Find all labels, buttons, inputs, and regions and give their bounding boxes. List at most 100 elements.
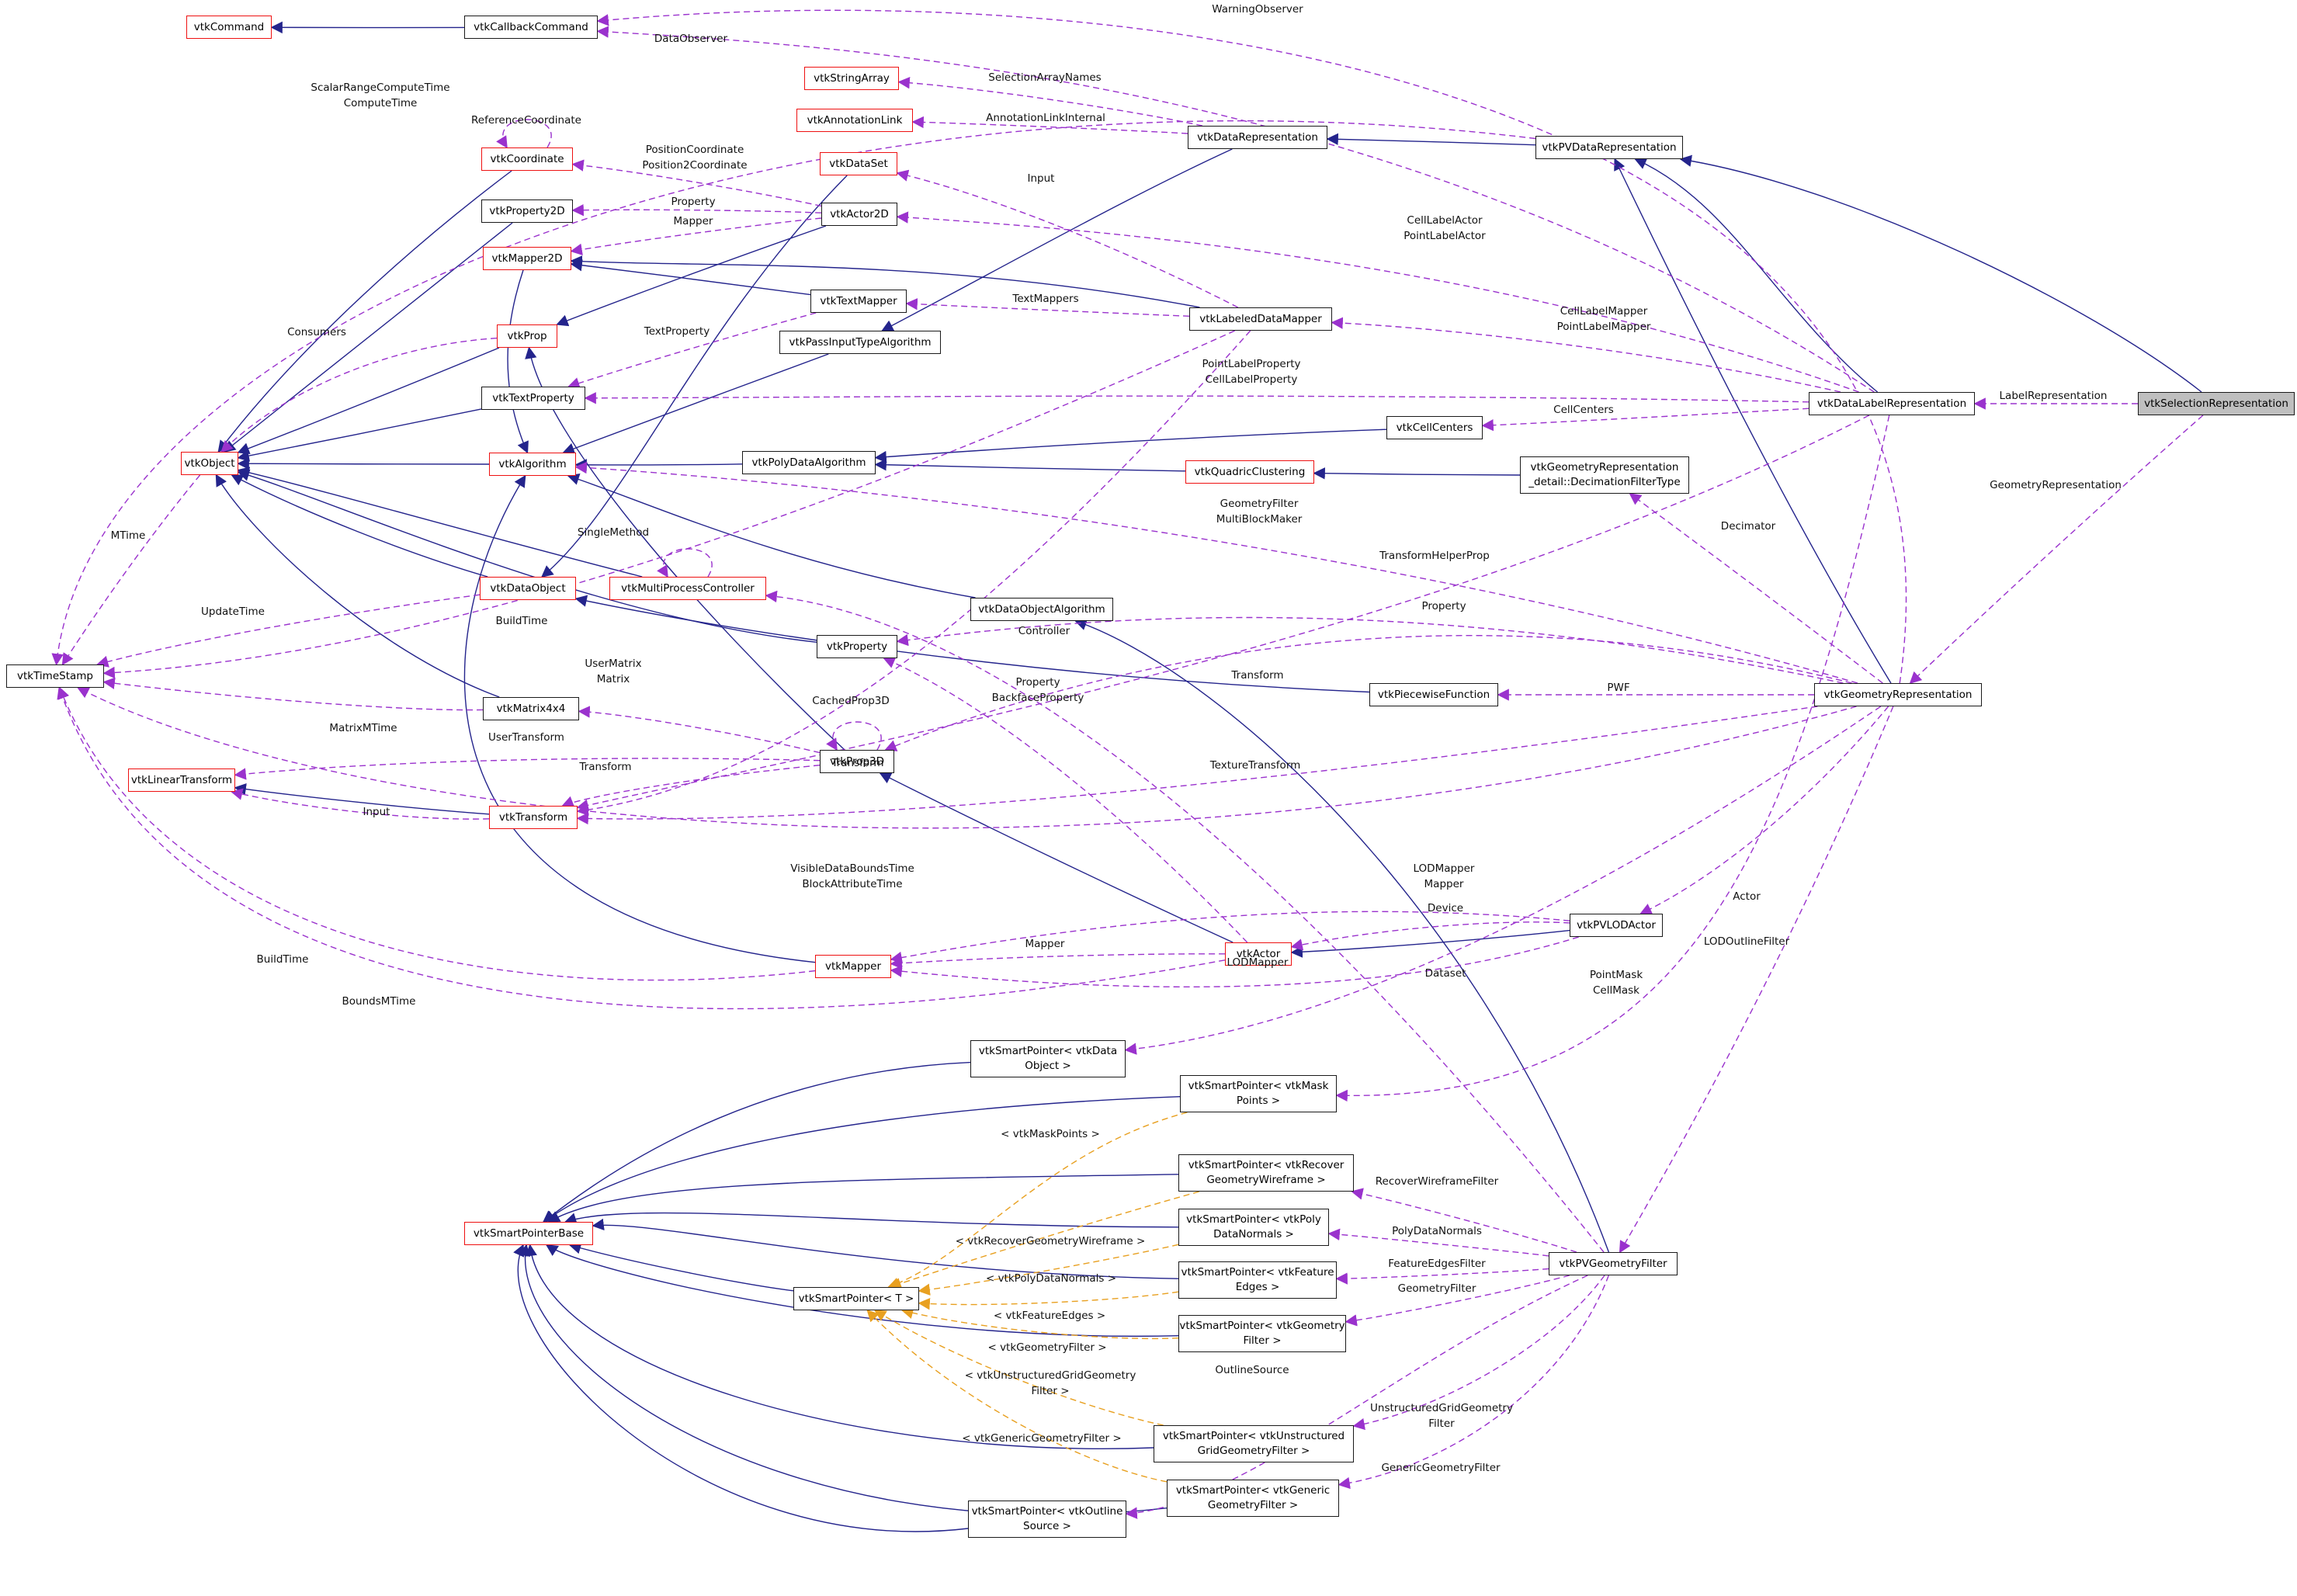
edge-gr-to-vprop [896,616,1844,684]
class-node-vtkCoordinate[interactable]: vtkCoordinate [481,147,573,171]
class-node-vtkProp[interactable]: vtkProp [497,324,557,348]
class-node-vtkMapper2D[interactable]: vtkMapper2D [483,247,571,270]
class-node-vtkActor[interactable]: vtkActor [1225,942,1292,966]
class-node-vtkDataObject[interactable]: vtkDataObject [480,577,576,600]
class-node-vtkCommand[interactable]: vtkCommand [186,16,272,39]
edge-m4-to-ts [102,677,484,711]
edge-label-line: VisibleDataBoundsTime [790,862,914,875]
class-node-label: vtkProp3D [829,755,885,768]
class-node-label: vtkDataObject [490,581,566,595]
edge-label-line: MatrixMTime [329,722,397,734]
class-node-label: vtkGeometryRepresentation [1823,688,1973,701]
class-node-vtkStringArray[interactable]: vtkStringArray [804,67,899,90]
class-node-vtkProp3D[interactable]: vtkProp3D [820,750,894,773]
class-node-label: vtkSelectionRepresentation [2144,397,2288,410]
class-node-vtkTextMapper[interactable]: vtkTextMapper [810,290,907,313]
class-node-vtkSmartPointer-T-[interactable]: vtkSmartPointer< T > [793,1287,919,1310]
edge-label-input: Input [363,804,390,820]
class-node-label: Points > [1236,1095,1281,1107]
edge-pvgf-to-spgf [1345,1275,1570,1327]
edge-label-line: Controller [1018,625,1070,637]
class-node-vtkPolyDataAlgorithm[interactable]: vtkPolyDataAlgorithm [742,451,876,474]
edge-label--vtkmaskpoints-: < vtkMaskPoints > [1001,1126,1100,1142]
class-node-vtkTransform[interactable]: vtkTransform [489,806,578,829]
edge-spmp-to-spT [887,1112,1188,1289]
edge-label-line: MTime [110,529,146,542]
class-node-vtkMultiProcessController[interactable]: vtkMultiProcessController [609,577,766,600]
edge-a2d-to-p2d [571,203,822,217]
class-node-vtkMatrix4x4[interactable]: vtkMatrix4x4 [483,697,579,720]
class-node-vtkCellCenters[interactable]: vtkCellCenters [1386,416,1483,439]
class-node-label: vtkLinearTransform [130,773,233,786]
edge-a2d-to-m2d [570,217,822,255]
class-node-vtkLinearTransform[interactable]: vtkLinearTransform [128,769,235,792]
class-node-vtkPVLODActor[interactable]: vtkPVLODActor [1570,914,1663,937]
class-node-vtkTimeStamp[interactable]: vtkTimeStamp [6,664,104,688]
class-node-vtkAnnotationLink[interactable]: vtkAnnotationLink [796,109,913,132]
edge-label-decimator: Decimator [1721,519,1775,534]
class-node-vtkPiecewiseFunction[interactable]: vtkPiecewiseFunction [1369,683,1498,706]
class-node-vtkPassInputTypeAlgorithm[interactable]: vtkPassInputTypeAlgorithm [779,331,941,354]
class-node-vtkSelectionRepresentation[interactable]: vtkSelectionRepresentation [2138,392,2295,415]
class-node-vtkLabeledDataMapper[interactable]: vtkLabeledDataMapper [1189,307,1332,331]
edge-label-line: < vtkMaskPoints > [1001,1128,1100,1140]
edge-act-to-map [890,953,1226,970]
class-node-vtkPVDataRepresentation[interactable]: vtkPVDataRepresentation [1535,136,1683,159]
class-node-vtkQuadricClustering[interactable]: vtkQuadricClustering [1185,460,1314,484]
class-node-vtkProperty[interactable]: vtkProperty [817,635,897,658]
edge-label-line: Filter [1428,1417,1455,1430]
edge-label-line: TextMappers [1012,293,1079,305]
edge-label-actor: Actor [1733,889,1761,904]
edge-label-featureedgesfilter: FeatureEdgesFilter [1388,1256,1485,1272]
edge-gr-to-cbc [596,9,1907,684]
class-node-vtkGeometryRepresentation-detail-DecimationFilterType[interactable]: vtkGeometryRepresentation_detail::Decima… [1520,456,1689,494]
class-node-vtkGeometryRepresentation[interactable]: vtkGeometryRepresentation [1814,683,1982,706]
class-node-vtkAlgorithm[interactable]: vtkAlgorithm [489,453,576,476]
class-node-label: GridGeometryFilter > [1197,1445,1310,1457]
edge-label-line: Device [1427,902,1464,914]
class-node-label: vtkSmartPointer< vtkGeneric [1175,1484,1331,1497]
edge-label-line: LODMapper [1227,956,1289,969]
class-node-label: vtkPVDataRepresentation [1542,141,1677,154]
edge-label-mapper: Mapper [674,213,713,229]
class-node-vtkDataSet[interactable]: vtkDataSet [820,152,897,175]
class-node-vtkObject[interactable]: vtkObject [181,452,238,475]
edge-label-line: LabelRepresentation [1999,390,2108,402]
edge-label-dataobserver: DataObserver [654,31,727,47]
edge-dr-to-al [911,116,1188,134]
edge-label-line: Transform [579,761,632,773]
class-node-vtkActor2D[interactable]: vtkActor2D [821,203,897,226]
edge-label-line: WarningObserver [1212,3,1303,16]
edge-ldm-to-tm [905,297,1190,317]
class-node-vtkDataObjectAlgorithm[interactable]: vtkDataObjectAlgorithm [970,598,1113,621]
class-node-vtkSmartPointerBase[interactable]: vtkSmartPointerBase [464,1222,593,1245]
class-node-vtkMapper[interactable]: vtkMapper [815,955,891,978]
edge-label-line: PositionCoordinate [645,144,744,156]
class-node-vtkTextProperty[interactable]: vtkTextProperty [481,387,585,410]
edge-pvdr-to-ts [51,120,1536,666]
class-node-vtkDataRepresentation[interactable]: vtkDataRepresentation [1188,126,1327,149]
edge-label-line: < vtkGeometryFilter > [987,1341,1107,1354]
class-node-vtkDataLabelRepresentation[interactable]: vtkDataLabelRepresentation [1809,392,1975,415]
class-node-label: vtkSmartPointer< vtkPoly [1186,1213,1321,1226]
class-node-vtkProperty2D[interactable]: vtkProperty2D [481,200,573,223]
edge-label-line: TransformHelperProp [1379,550,1490,562]
class-node-vtkPVGeometryFilter[interactable]: vtkPVGeometryFilter [1549,1252,1678,1275]
edge-gr-to-spdo [1124,706,1882,1055]
edge-label-line: GeometryFilter [1397,1282,1476,1295]
class-node-vtkCallbackCommand[interactable]: vtkCallbackCommand [464,16,598,39]
class-node-label: vtkGeometryRepresentation [1530,461,1679,474]
edge-label--vtkgeometryfilter-: < vtkGeometryFilter > [987,1340,1106,1355]
